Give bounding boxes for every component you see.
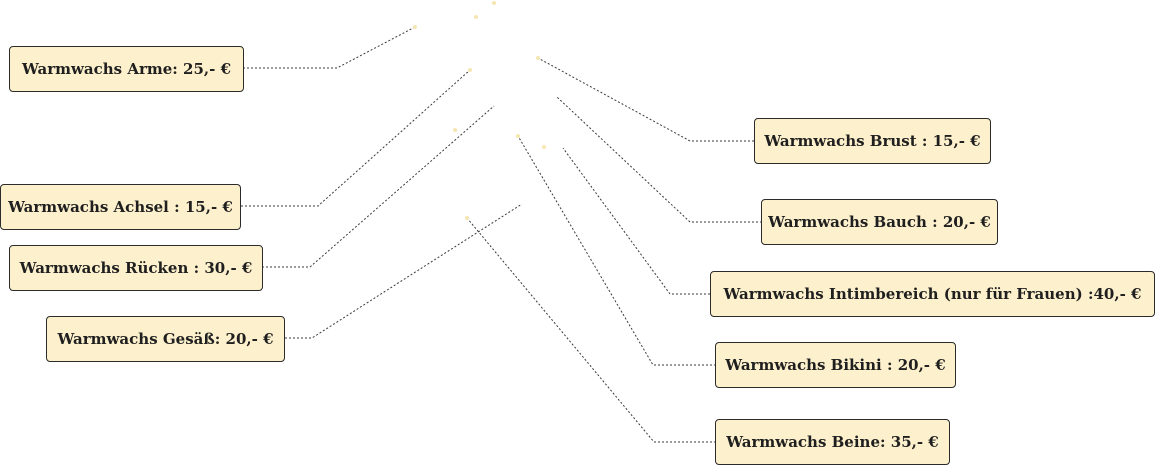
label-intim[interactable]: Warmwachs Intimbereich (nur für Frauen) … xyxy=(710,271,1155,317)
label-bauch[interactable]: Warmwachs Bauch : 20,- € xyxy=(761,199,998,245)
label-brust[interactable]: Warmwachs Brust : 15,- € xyxy=(754,118,991,164)
marker-dot xyxy=(468,68,472,72)
label-gesaess[interactable]: Warmwachs Gesäß: 20,- € xyxy=(46,316,285,362)
connector-ruecken xyxy=(262,105,495,268)
marker-dot xyxy=(465,216,469,220)
connector-achsel xyxy=(241,69,471,207)
connector-bauch xyxy=(556,96,762,223)
marker-dot xyxy=(492,1,496,5)
connector-brust xyxy=(537,57,754,142)
label-ruecken[interactable]: Warmwachs Rücken : 30,- € xyxy=(9,245,263,291)
marker-dot xyxy=(474,15,478,19)
label-arme[interactable]: Warmwachs Arme: 25,- € xyxy=(9,46,244,92)
label-bikini[interactable]: Warmwachs Bikini : 20,- € xyxy=(715,342,956,388)
label-beine[interactable]: Warmwachs Beine: 35,- € xyxy=(715,419,950,465)
connector-arme xyxy=(243,26,416,69)
connector-gesaess xyxy=(285,203,523,339)
marker-dot xyxy=(536,56,540,60)
marker-dot xyxy=(516,134,520,138)
marker-dot xyxy=(453,128,457,132)
label-achsel[interactable]: Warmwachs Achsel : 15,- € xyxy=(0,184,241,230)
marker-dot xyxy=(542,145,546,149)
connector-beine xyxy=(466,217,716,443)
marker-dot xyxy=(413,25,417,29)
connector-intim xyxy=(562,147,710,295)
connector-bikini xyxy=(517,135,716,366)
